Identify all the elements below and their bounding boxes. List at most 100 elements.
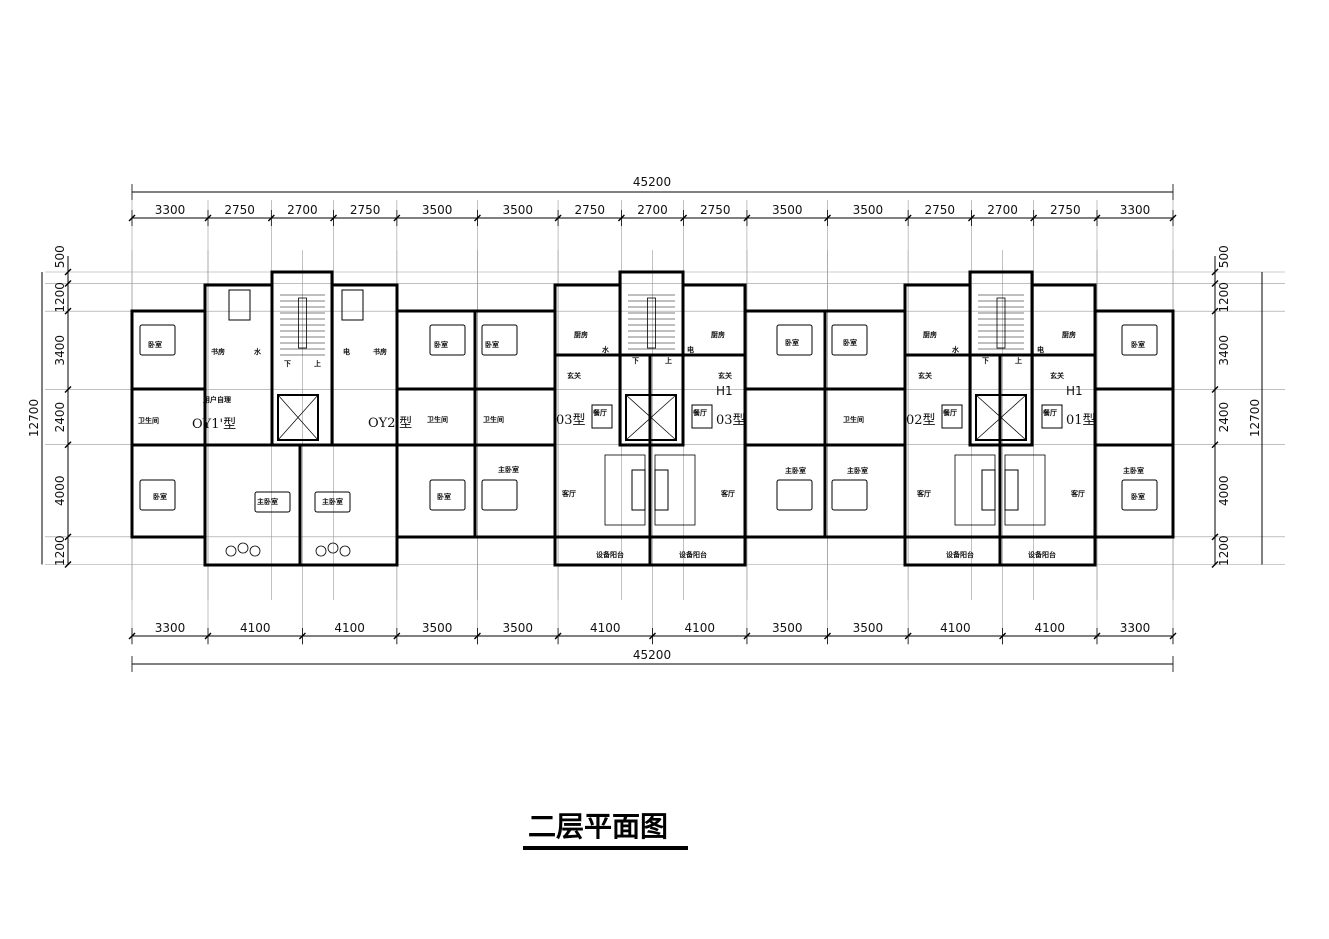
- stair-direction-label: 下: [284, 360, 291, 368]
- dimension-tick: [64, 268, 72, 276]
- room-label: 卧室: [1131, 492, 1145, 501]
- shaft-label: 电: [687, 345, 694, 354]
- dimension-tick: [64, 307, 72, 315]
- room-label: 主卧室: [322, 497, 343, 506]
- dimension-value: 3500: [853, 203, 884, 217]
- dimension-value: 4100: [1035, 621, 1066, 635]
- bed-icon: [481, 324, 518, 356]
- living-room-rug: [654, 454, 696, 526]
- dimension-value: 1200: [53, 282, 67, 313]
- dimension-tick: [617, 214, 625, 222]
- wall: [1030, 283, 1097, 357]
- room-label: 卧室: [843, 338, 857, 347]
- elevator-cross: [625, 394, 677, 441]
- living-room-rug: [1004, 454, 1046, 526]
- room-label: 主卧室: [257, 497, 278, 506]
- room-label: 卧室: [434, 340, 448, 349]
- bed-icon: [481, 479, 518, 511]
- dimension-value: 3500: [422, 621, 453, 635]
- dimension-tick: [128, 632, 136, 640]
- stair-handrail: [298, 297, 307, 349]
- dimension-value: 4100: [240, 621, 271, 635]
- room-label: 设备阳台: [1028, 550, 1056, 559]
- room-label-h1: H1: [716, 384, 733, 398]
- dimension-tick: [743, 214, 751, 222]
- dimension-value: 2700: [287, 203, 318, 217]
- wall: [998, 535, 1097, 567]
- dimension-tick: [204, 632, 212, 640]
- desk-icon: [341, 289, 364, 321]
- room-label: 主卧室: [498, 465, 519, 474]
- dimension-tick: [904, 214, 912, 222]
- dimension-value: 2750: [925, 203, 956, 217]
- room-label: 餐厅: [692, 408, 707, 417]
- balcony-chair-icon: [237, 542, 249, 554]
- room-label: 设备阳台: [596, 550, 624, 559]
- walls: [130, 270, 1175, 567]
- wall: [648, 535, 747, 567]
- shaft-label: 水: [254, 347, 262, 356]
- bed-icon: [314, 491, 351, 513]
- dimension-tick: [967, 214, 975, 222]
- room-label: 卧室: [153, 492, 167, 501]
- dimension-value: 4000: [1217, 476, 1231, 507]
- shaft-label: 水: [602, 345, 610, 354]
- unit-type-label: OY1'型: [192, 417, 236, 432]
- dimension-value: 2700: [637, 203, 668, 217]
- wall: [1093, 309, 1175, 539]
- dimension-tick: [1211, 268, 1219, 276]
- dimension-tick: [1093, 632, 1101, 640]
- room-label: 书房: [373, 347, 387, 356]
- dimension-value: 500: [53, 245, 67, 268]
- room-label: 玄关: [567, 371, 581, 380]
- dimension-value: 2700: [987, 203, 1018, 217]
- wall: [903, 283, 972, 357]
- stair-direction-label: 上: [1015, 356, 1022, 365]
- room-label: 卫生间: [427, 415, 448, 424]
- room-label: 卧室: [148, 340, 162, 349]
- balcony-chair-icon: [339, 545, 351, 557]
- room-label: 玄关: [1050, 371, 1064, 380]
- dimension-value: 3500: [853, 621, 884, 635]
- dining-table-icon: [691, 404, 713, 429]
- room-label: 客厅: [1070, 489, 1085, 498]
- dimension-value: 1200: [53, 535, 67, 566]
- bed-icon: [831, 479, 868, 511]
- stair-direction-label: 下: [982, 357, 989, 365]
- stair-direction-label: 下: [632, 357, 639, 365]
- sofa-icon: [1004, 469, 1019, 511]
- dimension-value: 4100: [334, 621, 365, 635]
- dining-table-icon: [591, 404, 613, 429]
- wall: [823, 309, 907, 539]
- bed-icon: [429, 479, 466, 511]
- shaft-label: 电: [1037, 345, 1044, 354]
- total-depth-left: 12700: [27, 399, 41, 437]
- room-label: 卧室: [785, 338, 799, 347]
- room-label: 客厅: [561, 489, 576, 498]
- dimension-tick: [330, 214, 338, 222]
- stair-handrail: [996, 297, 1006, 349]
- total-width-bottom: 45200: [633, 648, 671, 662]
- dining-table-icon: [1041, 404, 1063, 429]
- dimension-tick: [824, 632, 832, 640]
- dimension-value: 3300: [1120, 203, 1151, 217]
- drawing-title: 二层平面图: [528, 810, 668, 843]
- dimension-tick: [1211, 280, 1219, 288]
- room-label: 卧室: [437, 492, 451, 501]
- room-label: 客厅: [720, 489, 735, 498]
- dimension-tick: [1211, 441, 1219, 449]
- dimension-tick: [393, 632, 401, 640]
- room-label: 主卧室: [785, 466, 806, 475]
- dimension-value: 4100: [940, 621, 971, 635]
- dimension-tick: [554, 214, 562, 222]
- dimension-tick: [128, 214, 136, 222]
- dimension-value: 3500: [772, 621, 803, 635]
- wall: [681, 283, 747, 357]
- dimension-value: 4000: [53, 476, 67, 507]
- unit-type-label: 01型: [1066, 413, 1096, 428]
- dimension-tick: [298, 632, 306, 640]
- unit-type-label: 03型: [556, 413, 586, 428]
- dimension-tick: [64, 385, 72, 393]
